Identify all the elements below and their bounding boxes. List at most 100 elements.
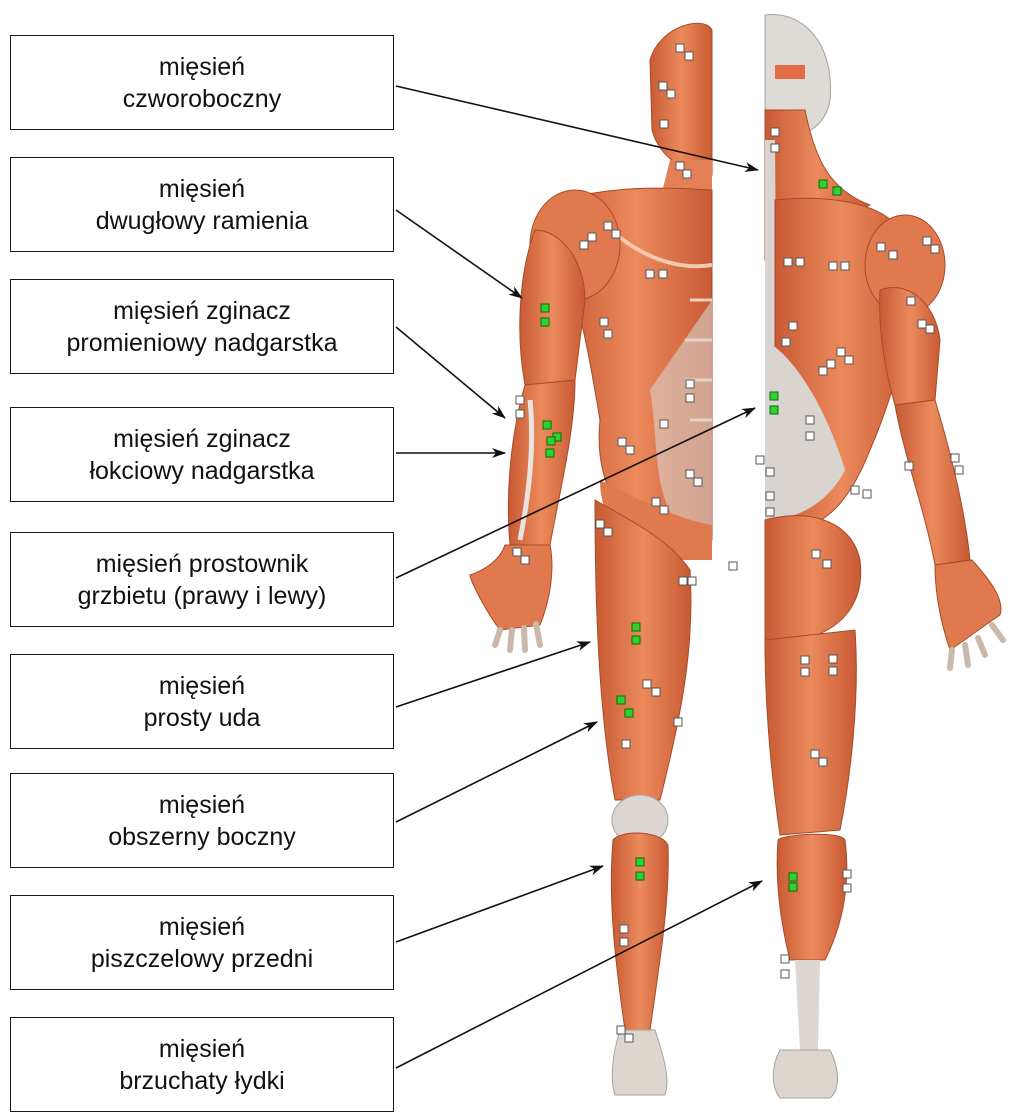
electrode-inactive: [686, 394, 694, 402]
electrode-active: [617, 696, 625, 704]
arrow-tibialis-anterior: [396, 866, 603, 942]
electrode-inactive: [646, 270, 654, 278]
electrode-active: [833, 187, 841, 195]
electrode-inactive: [618, 438, 626, 446]
electrode-inactive: [907, 297, 915, 305]
electrode-inactive: [676, 44, 684, 52]
electrode-inactive: [851, 486, 859, 494]
electrode-inactive: [604, 222, 612, 230]
electrode-inactive: [588, 233, 596, 241]
electrode-inactive: [951, 454, 959, 462]
electrode-inactive: [863, 490, 871, 498]
electrode-inactive: [829, 262, 837, 270]
electrode-inactive: [843, 870, 851, 878]
electrode-inactive: [667, 90, 675, 98]
electrode-inactive: [516, 396, 524, 404]
electrode-inactive: [580, 241, 588, 249]
electrode-inactive: [823, 560, 831, 568]
electrode-inactive: [516, 410, 524, 418]
electrode-inactive: [827, 360, 835, 368]
electrode-inactive: [841, 262, 849, 270]
electrode-inactive: [617, 1026, 625, 1034]
electrode-active: [819, 180, 827, 188]
electrode-inactive: [688, 577, 696, 585]
electrode-active: [541, 304, 549, 312]
electrode-inactive: [796, 258, 804, 266]
electrode-active: [625, 709, 633, 717]
electrode-inactive: [683, 170, 691, 178]
electrode-inactive: [766, 468, 774, 476]
electrode-inactive: [782, 338, 790, 346]
electrode-inactive: [659, 82, 667, 90]
electrode-inactive: [819, 758, 827, 766]
electrode-inactive: [686, 470, 694, 478]
electrode-inactive: [604, 528, 612, 536]
electrode-inactive: [926, 325, 934, 333]
electrode-inactive: [812, 550, 820, 558]
electrode-active: [636, 872, 644, 880]
electrode-inactive: [604, 330, 612, 338]
electrode-inactive: [659, 270, 667, 278]
electrode-inactive: [620, 925, 628, 933]
electrode-active: [541, 318, 549, 326]
back-body: [765, 14, 1003, 1098]
electrode-inactive: [694, 478, 702, 486]
electrode-active: [543, 421, 551, 429]
electrode-active: [547, 437, 555, 445]
electrode-inactive: [801, 668, 809, 676]
arrow-gastrocnemius: [396, 881, 762, 1068]
electrode-active: [770, 392, 778, 400]
electrode-inactive: [521, 556, 529, 564]
electrode-inactive: [756, 456, 764, 464]
electrode-inactive: [685, 52, 693, 60]
electrode-inactive: [596, 520, 604, 528]
arrow-vastus-lateralis: [396, 722, 597, 822]
electrode-inactive: [843, 884, 851, 892]
electrode-active: [770, 406, 778, 414]
electrode-inactive: [955, 466, 963, 474]
electrode-active: [632, 636, 640, 644]
arrow-biceps: [396, 210, 522, 298]
electrode-active: [632, 623, 640, 631]
electrode-inactive: [625, 1034, 633, 1042]
electrode-inactive: [905, 462, 913, 470]
electrode-inactive: [600, 318, 608, 326]
electrode-inactive: [686, 380, 694, 388]
front-body: [470, 23, 712, 1095]
electrode-inactive: [622, 740, 630, 748]
electrode-inactive: [729, 562, 737, 570]
electrode-inactive: [889, 251, 897, 259]
electrode-inactive: [845, 356, 853, 364]
electrode-active: [789, 883, 797, 891]
electrode-inactive: [766, 492, 774, 500]
electrode-inactive: [771, 128, 779, 136]
electrode-inactive: [643, 680, 651, 688]
electrode-inactive: [918, 320, 926, 328]
electrode-inactive: [877, 243, 885, 251]
electrode-inactive: [771, 144, 779, 152]
arrow-rectus-femoris: [396, 642, 590, 707]
electrode-inactive: [784, 258, 792, 266]
electrode-inactive: [923, 237, 931, 245]
electrode-inactive: [837, 348, 845, 356]
electrode-inactive: [679, 577, 687, 585]
electrode-inactive: [612, 230, 620, 238]
electrode-inactive: [811, 750, 819, 758]
electrode-inactive: [829, 667, 837, 675]
electrode-inactive: [620, 938, 628, 946]
electrode-inactive: [931, 245, 939, 253]
electrode-inactive: [801, 656, 809, 664]
electrode-inactive: [513, 548, 521, 556]
electrode-inactive: [652, 688, 660, 696]
electrode-inactive: [626, 446, 634, 454]
electrode-active: [636, 858, 644, 866]
electrode-inactive: [660, 506, 668, 514]
electrode-inactive: [652, 498, 660, 506]
electrode-inactive: [819, 367, 827, 375]
electrode-inactive: [829, 655, 837, 663]
electrode-inactive: [789, 322, 797, 330]
electrode-inactive: [660, 420, 668, 428]
electrode-inactive: [766, 508, 774, 516]
electrode-inactive: [676, 162, 684, 170]
